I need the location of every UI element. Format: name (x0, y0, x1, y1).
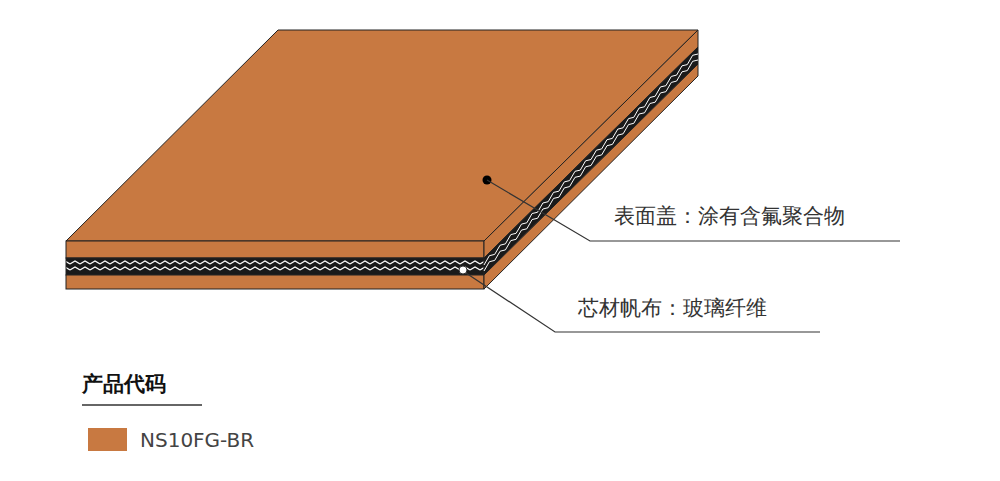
core-front (66, 258, 484, 275)
leader-line (466, 273, 820, 332)
leader-line (487, 180, 900, 241)
callout-label: 表面盖：涂有含氟聚合物 (614, 204, 845, 229)
core-side-weave (484, 54, 698, 271)
callout-label: 芯材帆布：玻璃纤维 (578, 296, 767, 321)
bottom-cover-side (484, 64, 698, 289)
legend-swatch (88, 428, 127, 451)
heading-underline (82, 404, 202, 406)
legend-text: NS10FG-BR (140, 428, 254, 452)
legend-heading: 产品代码 (82, 372, 166, 397)
leader-dot (459, 266, 467, 274)
bottom-cover-front (66, 275, 484, 289)
weave-line (484, 54, 698, 265)
top-cover-front (66, 241, 484, 258)
weave-line (484, 60, 698, 271)
